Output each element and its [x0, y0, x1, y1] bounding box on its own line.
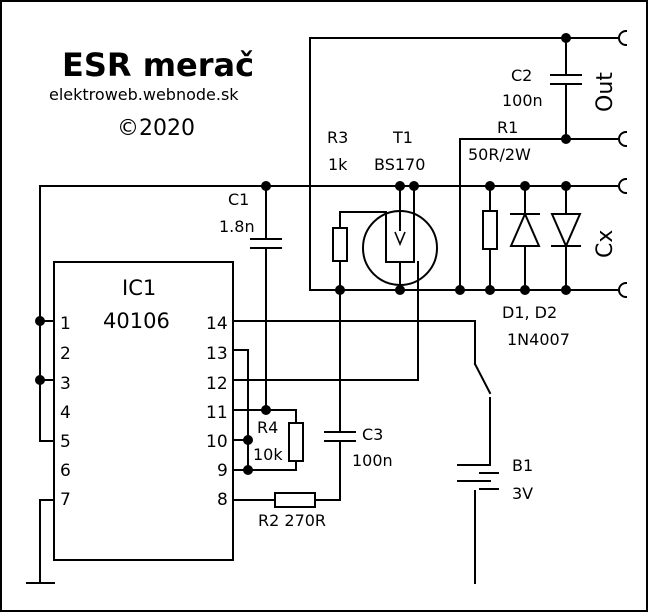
- terminal-cx-bottom: [618, 281, 628, 299]
- schematic-title: ESR merač: [62, 46, 254, 84]
- ic1-ref: IC1: [122, 276, 156, 300]
- terminal-cx-top: [618, 177, 628, 195]
- pin-8: 8: [217, 490, 228, 510]
- c1-capacitor: [250, 181, 282, 415]
- pin-7: 7: [60, 490, 71, 510]
- d1-diode: [509, 211, 541, 247]
- right-pin-wiring: [232, 349, 304, 475]
- r3-resistor: [332, 227, 348, 262]
- c2-value: 100n: [502, 91, 543, 110]
- ic1-right-pins: 14 13 12 11 10 9 8: [206, 314, 228, 510]
- r4-resistor: [288, 422, 304, 462]
- pin-12: 12: [206, 374, 228, 394]
- gate-wire: [232, 261, 419, 381]
- terminal-out-bottom: [618, 130, 628, 148]
- c3-value: 100n: [352, 451, 393, 470]
- out-label: Out: [593, 72, 618, 112]
- pin-13: 13: [206, 344, 228, 364]
- switch-blade: [473, 362, 492, 395]
- b1-value: 3V: [512, 484, 533, 503]
- ic1-left-pins: 1 2 3 4 5 6 7: [60, 314, 71, 510]
- pin-9: 9: [217, 461, 228, 481]
- terminal-out-top: [618, 29, 628, 47]
- pin-10: 10: [206, 432, 228, 452]
- pin-4: 4: [60, 403, 71, 423]
- pin-3: 3: [60, 374, 71, 394]
- r4-value: 10k: [253, 445, 283, 464]
- terminal-connectors: [618, 29, 628, 299]
- diode-ref: D1, D2: [502, 303, 557, 322]
- t1-value: BS170: [374, 155, 425, 174]
- r3-ref: R3: [327, 128, 348, 147]
- r1-ref: R1: [497, 118, 518, 137]
- r1-value: 50R/2W: [468, 145, 531, 164]
- d2-diode: [550, 213, 582, 249]
- pin-14: 14: [206, 314, 228, 334]
- c3-ref: C3: [362, 425, 383, 444]
- cx-label: Cx: [593, 230, 618, 258]
- battery-switch-circuit: [232, 320, 499, 584]
- pin-6: 6: [60, 461, 71, 481]
- c2-ref: C2: [511, 66, 532, 85]
- ic1-part: 40106: [103, 309, 170, 333]
- c1-value: 1.8n: [219, 217, 255, 236]
- b1-ref: B1: [512, 456, 533, 475]
- r2-label: R2 270R: [258, 511, 326, 530]
- website-label: elektroweb.webnode.sk: [49, 85, 239, 104]
- t1-ref: T1: [392, 128, 413, 147]
- pin-1: 1: [60, 314, 71, 334]
- r2-resistor: [274, 492, 316, 508]
- t1-r3-area: [332, 181, 438, 291]
- diode-value: 1N4007: [507, 330, 570, 349]
- c1-ref: C1: [228, 190, 249, 209]
- output-network: [309, 33, 618, 295]
- pin-5: 5: [60, 432, 71, 452]
- t1-arrow: [394, 231, 406, 247]
- pin-2: 2: [60, 344, 71, 364]
- left-wiring: [26, 185, 618, 584]
- r3-value: 1k: [328, 155, 348, 174]
- pin-11: 11: [206, 403, 228, 423]
- r2-c3-network: [232, 289, 356, 508]
- shunt-resistor: [482, 210, 498, 250]
- copyright-label: ©2020: [117, 116, 195, 141]
- r4-ref: R4: [257, 418, 278, 437]
